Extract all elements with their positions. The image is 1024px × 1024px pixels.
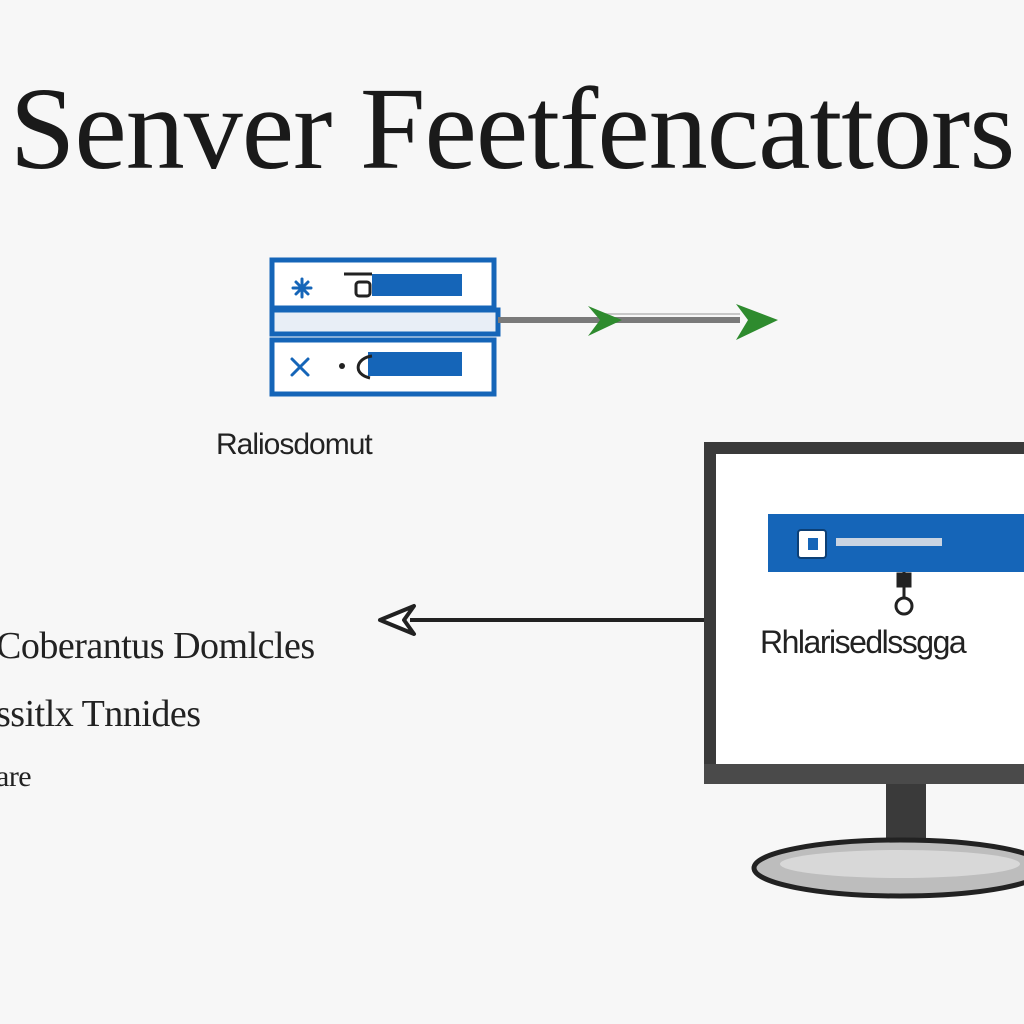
arrow-head-green-2 xyxy=(736,304,778,340)
monitor-screen xyxy=(716,454,1024,764)
document-icon xyxy=(797,529,827,559)
client-arrow xyxy=(378,604,704,636)
asterisk-icon xyxy=(291,277,313,299)
arrow-head-left xyxy=(378,604,416,636)
lock-icon xyxy=(894,572,914,616)
server-rack xyxy=(269,257,501,397)
monitor xyxy=(704,442,1024,899)
feature-item: Coberantus Domlcles xyxy=(0,625,315,667)
feature-item: ssitlx Tnnides xyxy=(0,693,201,735)
diagram-title: Senver Feetfencattors xyxy=(9,63,1016,194)
server-unit-middle xyxy=(269,307,501,337)
server-label: Raliosdomut xyxy=(216,428,373,461)
status-dot xyxy=(339,363,345,369)
bracket-mark xyxy=(356,354,373,380)
monitor-bezel-bottom xyxy=(704,764,1024,784)
screen-app-input xyxy=(836,538,942,546)
server-unit-bottom-bar xyxy=(368,352,462,376)
monitor-base-shadow xyxy=(780,850,1020,878)
server-unit-top-bar xyxy=(372,274,462,296)
server-arrow xyxy=(498,304,778,340)
client-label: Rhlarisedlssgga xyxy=(760,624,967,660)
arrow-head-green-1 xyxy=(588,306,622,336)
plug-icon xyxy=(344,272,372,298)
feature-item: are xyxy=(0,760,32,793)
close-icon xyxy=(290,357,310,377)
